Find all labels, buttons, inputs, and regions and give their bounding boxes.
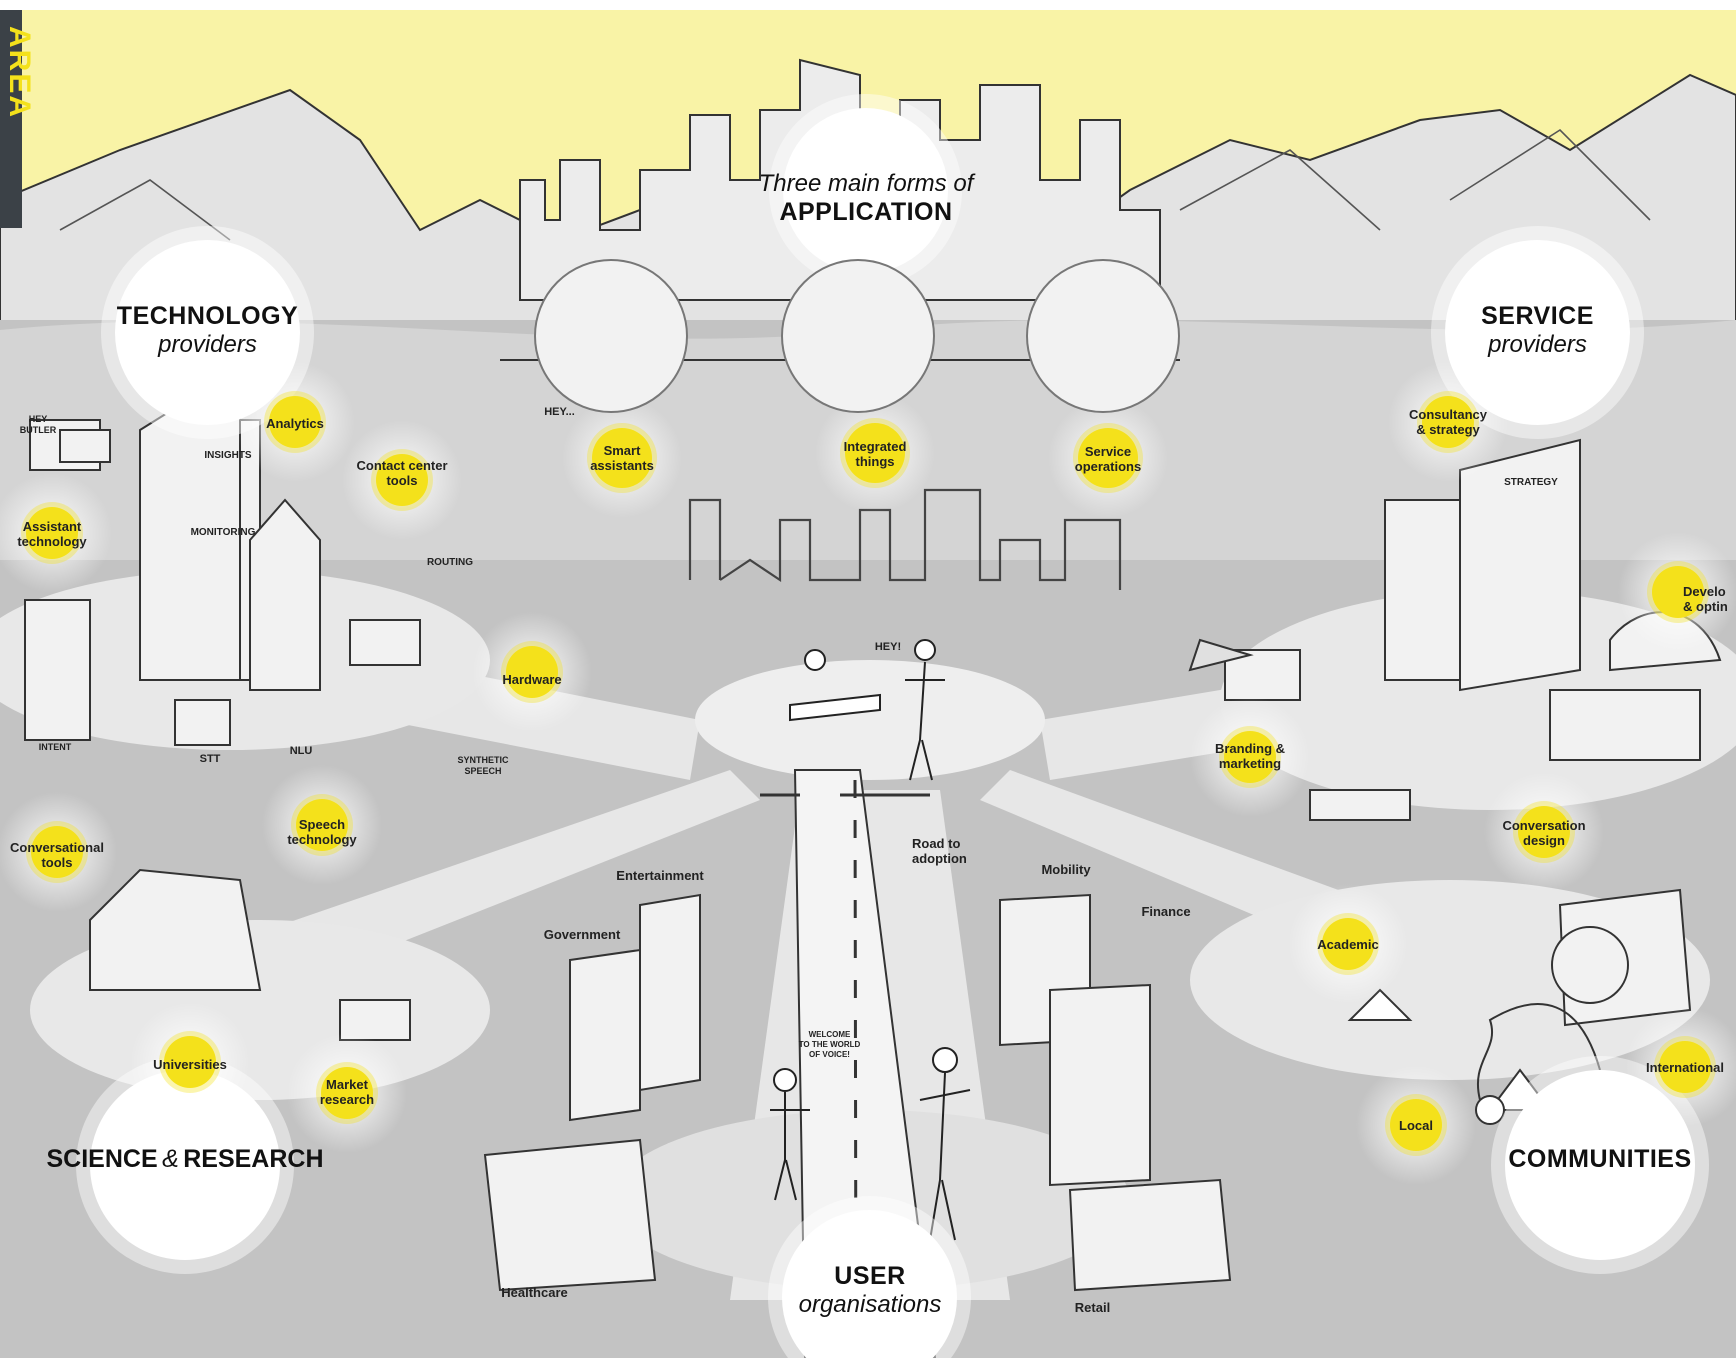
sketch-insights: INSIGHTS xyxy=(204,450,252,461)
speech-technology-label: Speech technology xyxy=(287,817,357,847)
people-sketch xyxy=(770,639,971,1241)
service-title: SERVICE providers xyxy=(1430,302,1645,359)
contact-center-badge xyxy=(376,454,428,506)
sketch-synthetic-speech: SYNTHETIC SPEECH xyxy=(457,755,509,776)
analytics-label: Analytics xyxy=(266,416,324,431)
integrated-things-label: Integrated things xyxy=(843,439,907,469)
retail-label: Retail xyxy=(1074,1300,1111,1315)
technology-buildings xyxy=(24,404,421,741)
assistant-technology-label: Assistant technology xyxy=(17,519,87,549)
technology-title-bold: TECHNOLOGY xyxy=(116,302,299,330)
application-circle xyxy=(783,108,948,273)
local-badge xyxy=(1390,1099,1442,1151)
science-circle xyxy=(90,1070,280,1260)
communities-title-bold: COMMUNITIES xyxy=(1508,1145,1692,1173)
development-label: Develo & optin xyxy=(1683,584,1728,614)
science-title-part1: SCIENCE xyxy=(46,1145,158,1173)
sketch-intent: INTENT xyxy=(38,742,72,752)
smart-assistants-badge xyxy=(592,428,652,488)
smart-assistants-label: Smart assistants xyxy=(590,443,654,473)
technology-title-italic: providers xyxy=(158,331,257,358)
branding-label: Branding & marketing xyxy=(1214,741,1286,771)
road-to-adoption-label: Road to adoption xyxy=(912,836,967,866)
universities-label: Universities xyxy=(153,1057,227,1072)
service-title-bold: SERVICE xyxy=(1481,302,1594,330)
user-title: USER organisations xyxy=(760,1262,980,1319)
market-research-badge xyxy=(321,1067,373,1119)
sketch-hey: HEY... xyxy=(544,406,575,418)
user-circle xyxy=(782,1210,957,1358)
service-circle xyxy=(1445,240,1630,425)
sketch-stt: STT xyxy=(199,753,221,765)
side-tab-label: AREA xyxy=(3,26,36,120)
local-label: Local xyxy=(1399,1118,1433,1133)
user-title-bold: USER xyxy=(834,1262,906,1290)
consultancy-badge xyxy=(1422,396,1474,448)
service-operations-badge xyxy=(1078,428,1138,488)
smart-assistants-ring xyxy=(534,259,688,413)
application-header: Three main forms of APPLICATION xyxy=(720,170,1012,227)
sketch-hey-butler: HEY BUTLER xyxy=(19,414,57,435)
conversation-design-badge xyxy=(1518,806,1570,858)
healthcare-label: Healthcare xyxy=(501,1285,568,1300)
international-label: International xyxy=(1645,1060,1724,1075)
application-header-line2: APPLICATION xyxy=(779,198,953,226)
mobility-label: Mobility xyxy=(1041,862,1091,877)
technology-circle xyxy=(115,240,300,425)
assistant-technology-badge xyxy=(26,507,78,559)
sketch-welcome: WELCOME TO THE WORLD OF VOICE! xyxy=(798,1030,861,1059)
science-title-amp: & xyxy=(162,1145,179,1173)
contact-center-label: Contact center tools xyxy=(356,458,448,488)
hardware-badge xyxy=(506,646,558,698)
service-operations-ring xyxy=(1026,259,1180,413)
sketch-routing: ROUTING xyxy=(426,557,474,568)
academic-label: Academic xyxy=(1317,937,1379,952)
finance-label: Finance xyxy=(1141,904,1191,919)
international-badge xyxy=(1659,1041,1711,1093)
branding-badge xyxy=(1224,731,1276,783)
speech-technology-badge xyxy=(296,799,348,851)
market-research-label: Market research xyxy=(319,1077,375,1107)
service-operations-label: Service operations xyxy=(1074,444,1142,474)
integrated-things-badge xyxy=(845,423,905,483)
integrated-things-ring xyxy=(781,259,935,413)
side-tab: AREA xyxy=(0,10,36,228)
analytics-badge xyxy=(269,396,321,448)
sketch-monitoring: MONITORING xyxy=(190,527,256,538)
user-title-italic: organisations xyxy=(798,1291,942,1318)
government-label: Government xyxy=(543,927,621,942)
entertainment-label: Entertainment xyxy=(616,868,704,883)
universities-badge xyxy=(164,1036,216,1088)
conversational-tools-badge xyxy=(31,826,83,878)
science-buildings xyxy=(89,699,411,1041)
consultancy-label: Consultancy & strategy xyxy=(1408,407,1487,437)
communities-circle xyxy=(1505,1070,1695,1260)
sketch-strategy: STRATEGY xyxy=(1504,477,1558,488)
conversational-tools-label: Conversational tools xyxy=(10,840,104,870)
service-buildings xyxy=(1188,438,1722,821)
hardware-label: Hardware xyxy=(502,672,562,687)
sketch-hey2: HEY! xyxy=(874,641,902,653)
technology-title: TECHNOLOGY providers xyxy=(100,302,315,359)
conversation-design-label: Conversation design xyxy=(1502,818,1586,848)
sketch-nlu: NLU xyxy=(289,745,313,757)
communities-title: COMMUNITIES xyxy=(1470,1145,1730,1174)
application-header-line1: Three main forms of xyxy=(758,170,974,197)
science-title: SCIENCE & RESEARCH xyxy=(30,1145,340,1174)
academic-badge xyxy=(1322,918,1374,970)
service-title-italic: providers xyxy=(1488,331,1587,358)
development-badge xyxy=(1652,566,1704,618)
community-sketch xyxy=(1347,926,1629,1125)
science-title-part2: RESEARCH xyxy=(183,1145,324,1173)
